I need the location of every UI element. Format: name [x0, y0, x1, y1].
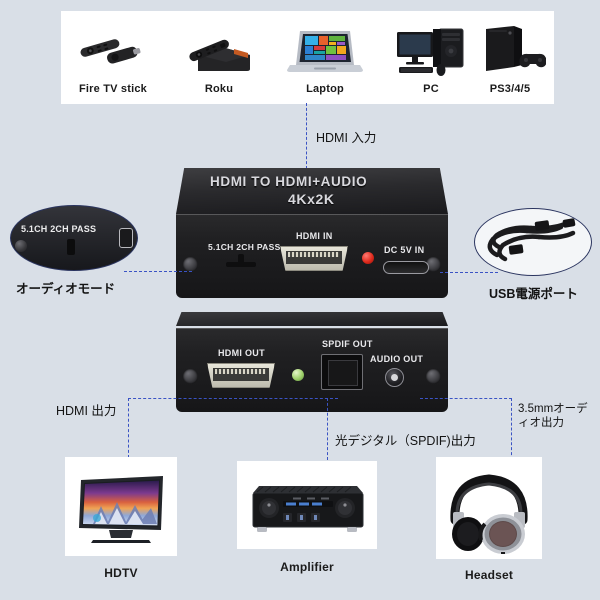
usb-power-caption: USB電源ポート: [489, 287, 578, 301]
hdmi-out-port[interactable]: [207, 363, 275, 388]
source-device-fire-tv-stick[interactable]: Fire TV stick: [66, 16, 160, 100]
usb-cable-icon: [487, 218, 576, 262]
analog-out-connector-line-v: [511, 398, 512, 460]
hdmi-out-port-pins: [215, 368, 267, 375]
analog-out-connector-line-h: [420, 398, 512, 399]
hdmi-in-port-cavity: [286, 250, 342, 264]
hdmi-out-label: HDMI 出力: [56, 404, 117, 418]
source-device-label: PS3/4/5: [489, 83, 531, 95]
screw-icon: [183, 369, 198, 384]
output-device-label: HDTV: [104, 566, 138, 580]
power-led-red: [362, 252, 374, 264]
hdmi-in-port-pins: [288, 251, 340, 258]
hdmi-in-label: HDMI 入力: [316, 131, 377, 145]
source-device-label: Fire TV stick: [78, 83, 147, 95]
audio-out-port-label: AUDIO OUT: [370, 354, 424, 364]
source-device-label: Laptop: [306, 83, 344, 95]
audio-mode-connector-line: [124, 271, 192, 272]
output-device-amplifier[interactable]: Amplifier: [238, 462, 376, 574]
hdmi-out-connector-line-v: [128, 398, 129, 458]
amplifier-icon: [238, 462, 376, 554]
usb-power-port[interactable]: [383, 261, 429, 274]
output-device-label: Amplifier: [280, 560, 334, 574]
hdmi-in-port-label: HDMI IN: [296, 231, 333, 241]
source-device-pc[interactable]: PC: [384, 16, 478, 100]
analog-out-label: 3.5mmオーディオ出力: [518, 403, 588, 429]
audio-mode-switch-lever[interactable]: [238, 254, 244, 267]
unit-top-face: [176, 168, 448, 214]
desktop-pc-icon: [384, 16, 478, 83]
output-device-label: Headset: [464, 568, 514, 582]
hdmi-in-port[interactable]: [280, 246, 348, 271]
magnifier-switch-lever: [67, 239, 75, 255]
television-icon: [66, 458, 176, 560]
usb-power-magnifier: [474, 208, 592, 276]
dc-power-label: DC 5V IN: [384, 245, 425, 255]
magnifier-port-icon: [119, 228, 133, 248]
audio-out-port[interactable]: [385, 368, 404, 387]
audio-mode-magnifier: 5.1CH 2CH PASS: [10, 205, 138, 271]
output-device-hdtv[interactable]: HDTV: [66, 458, 176, 580]
hdmi-out-connector-line-h: [128, 398, 338, 399]
screw-icon: [426, 257, 441, 272]
hdmi-out-port-cavity: [213, 367, 269, 381]
spdif-out-label: 光デジタル（SPDIF)出力: [335, 434, 476, 448]
headphones-icon: [437, 458, 541, 564]
source-device-console[interactable]: PS3/4/5: [470, 16, 550, 100]
spdif-out-port[interactable]: [321, 354, 363, 390]
fire-tv-stick-icon: [66, 16, 160, 83]
screw-icon: [426, 369, 441, 384]
audio-mode-switch-label: 5.1CH 2CH PASS: [208, 242, 281, 252]
unit-back-top-face: [176, 312, 448, 326]
game-console-icon: [470, 16, 550, 83]
audio-mode-caption: オーディオモード: [16, 282, 116, 296]
unit-title-line1: HDMI TO HDMI+AUDIO: [210, 173, 368, 190]
output-device-headset[interactable]: Headset: [437, 458, 541, 582]
usb-power-connector-line: [440, 272, 498, 273]
roku-box-icon: [172, 16, 266, 83]
magnifier-screw-icon: [15, 240, 27, 252]
source-device-laptop[interactable]: Laptop: [278, 16, 372, 100]
laptop-icon: [278, 16, 372, 83]
converter-front-unit: HDMI TO HDMI+AUDIO 4Kx2K 5.1CH 2CH PASS …: [176, 168, 448, 298]
source-device-label: Roku: [204, 83, 234, 95]
source-device-label: PC: [423, 83, 439, 95]
unit-title-line2: 4Kx2K: [288, 191, 335, 207]
spdif-out-port-label: SPDIF OUT: [322, 339, 373, 349]
hdmi-in-connector-line: [306, 103, 307, 169]
screw-icon: [183, 257, 198, 272]
status-led-green: [292, 369, 304, 381]
hdmi-out-port-label: HDMI OUT: [218, 348, 265, 358]
spdif-out-connector-line: [327, 398, 328, 460]
magnifier-switch-text: 5.1CH 2CH PASS: [21, 224, 97, 234]
converter-back-unit: HDMI OUT SPDIF OUT AUDIO OUT: [176, 312, 448, 412]
source-device-roku[interactable]: Roku: [172, 16, 266, 100]
